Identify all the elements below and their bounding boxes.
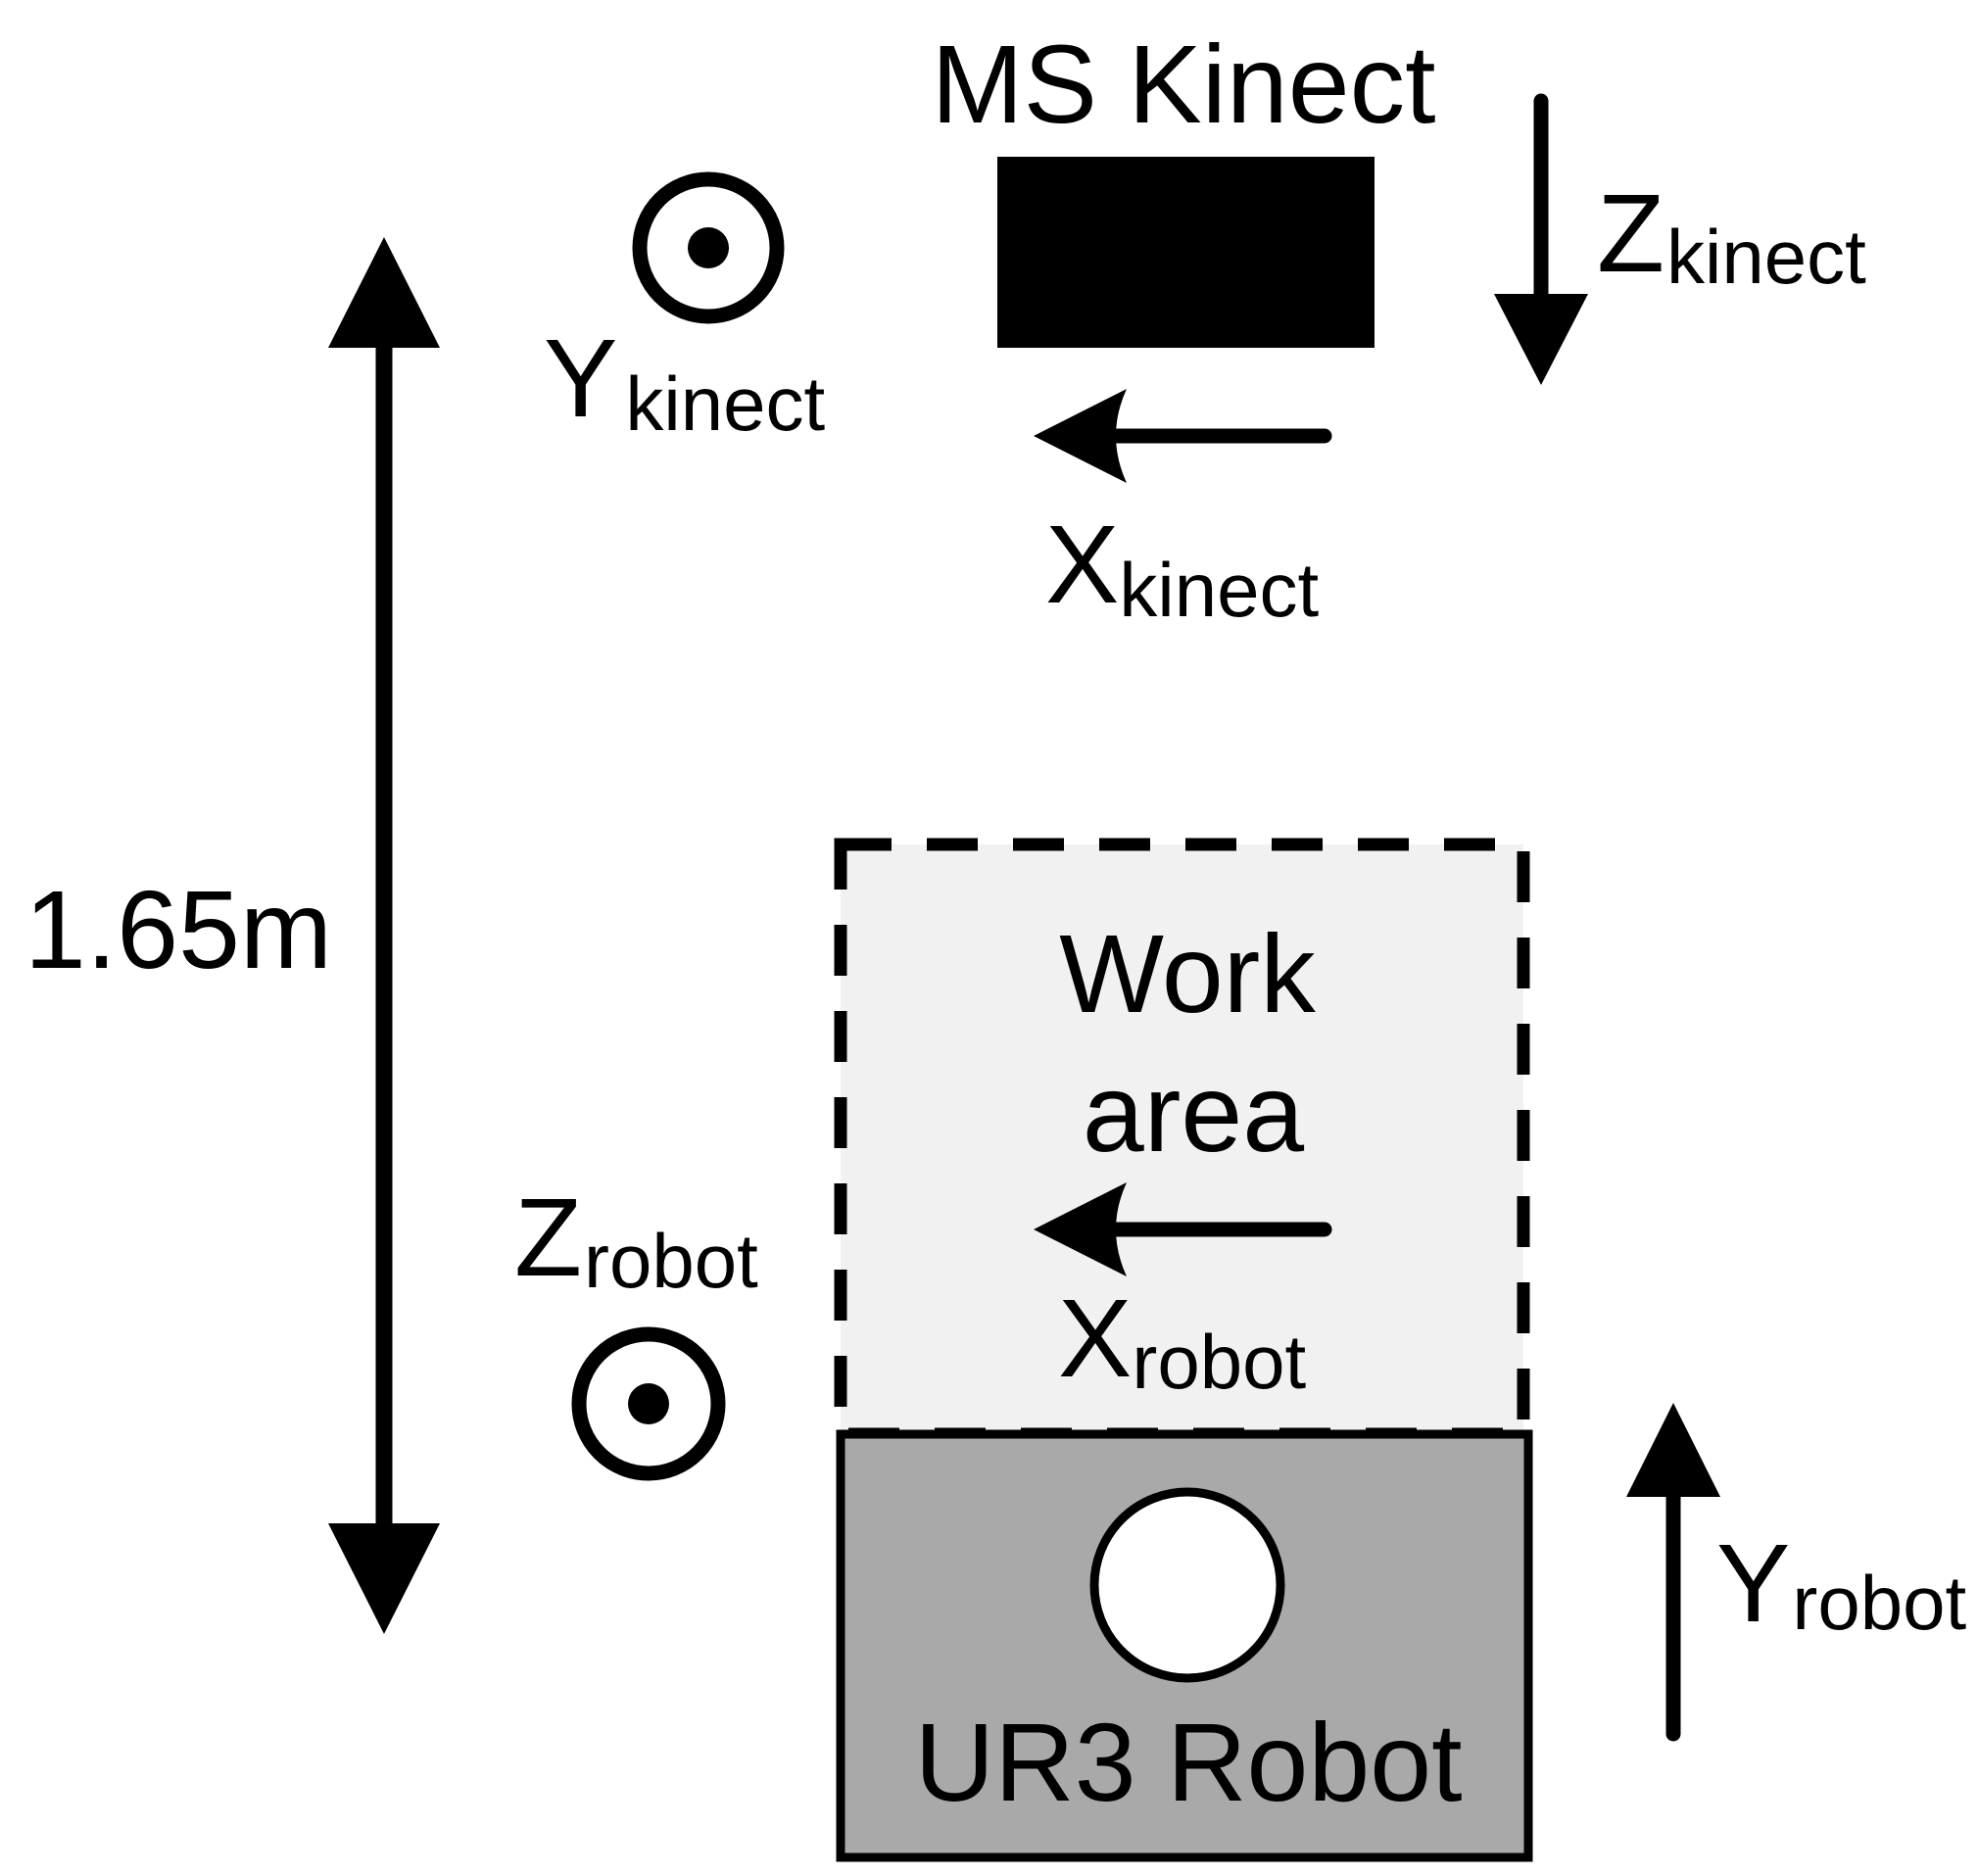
z-kinect-label: Zkinect: [1597, 171, 1866, 300]
kinect-title: MS Kinect: [932, 23, 1436, 146]
y-kinect-subscript: kinect: [625, 361, 825, 447]
x-kinect-symbol: X: [1045, 503, 1119, 626]
z-robot-label: Zrobot: [514, 1176, 758, 1304]
x-kinect-label: Xkinect: [1045, 503, 1319, 633]
y-robot-symbol: Y: [1716, 1521, 1790, 1645]
work-area-label-line2: area: [1083, 1051, 1304, 1175]
work-area-zone: [834, 838, 1530, 1441]
z-kinect-symbol: Z: [1597, 171, 1664, 295]
robot-joint-circle: [1089, 1487, 1285, 1683]
y-kinect-out-of-plane-icon: [632, 171, 785, 324]
x-robot-subscript: robot: [1132, 1319, 1306, 1405]
x-robot-arrow: [1034, 1182, 1332, 1276]
y-kinect-symbol: Y: [544, 316, 617, 440]
x-kinect-subscript: kinect: [1119, 547, 1319, 633]
y-robot-subscript: robot: [1792, 1560, 1966, 1646]
z-kinect-subscript: kinect: [1666, 214, 1866, 300]
x-robot-label: Xrobot: [1058, 1276, 1306, 1405]
z-robot-symbol: Z: [514, 1176, 582, 1299]
z-robot-out-of-plane-icon: [571, 1326, 726, 1481]
work-area-label-line1: Work: [1059, 912, 1316, 1035]
distance-double-arrow: [328, 237, 440, 1634]
kinect-sensor-box: [997, 157, 1375, 348]
x-robot-symbol: X: [1058, 1276, 1132, 1400]
y-robot-arrow: [1626, 1403, 1720, 1742]
distance-label: 1.65m: [24, 868, 332, 991]
x-kinect-arrow: [1034, 389, 1332, 483]
z-robot-subscript: robot: [584, 1218, 758, 1304]
z-kinect-arrow: [1494, 93, 1588, 385]
robot-title: UR3 Robot: [915, 1701, 1463, 1824]
y-robot-label: Yrobot: [1716, 1521, 1966, 1646]
